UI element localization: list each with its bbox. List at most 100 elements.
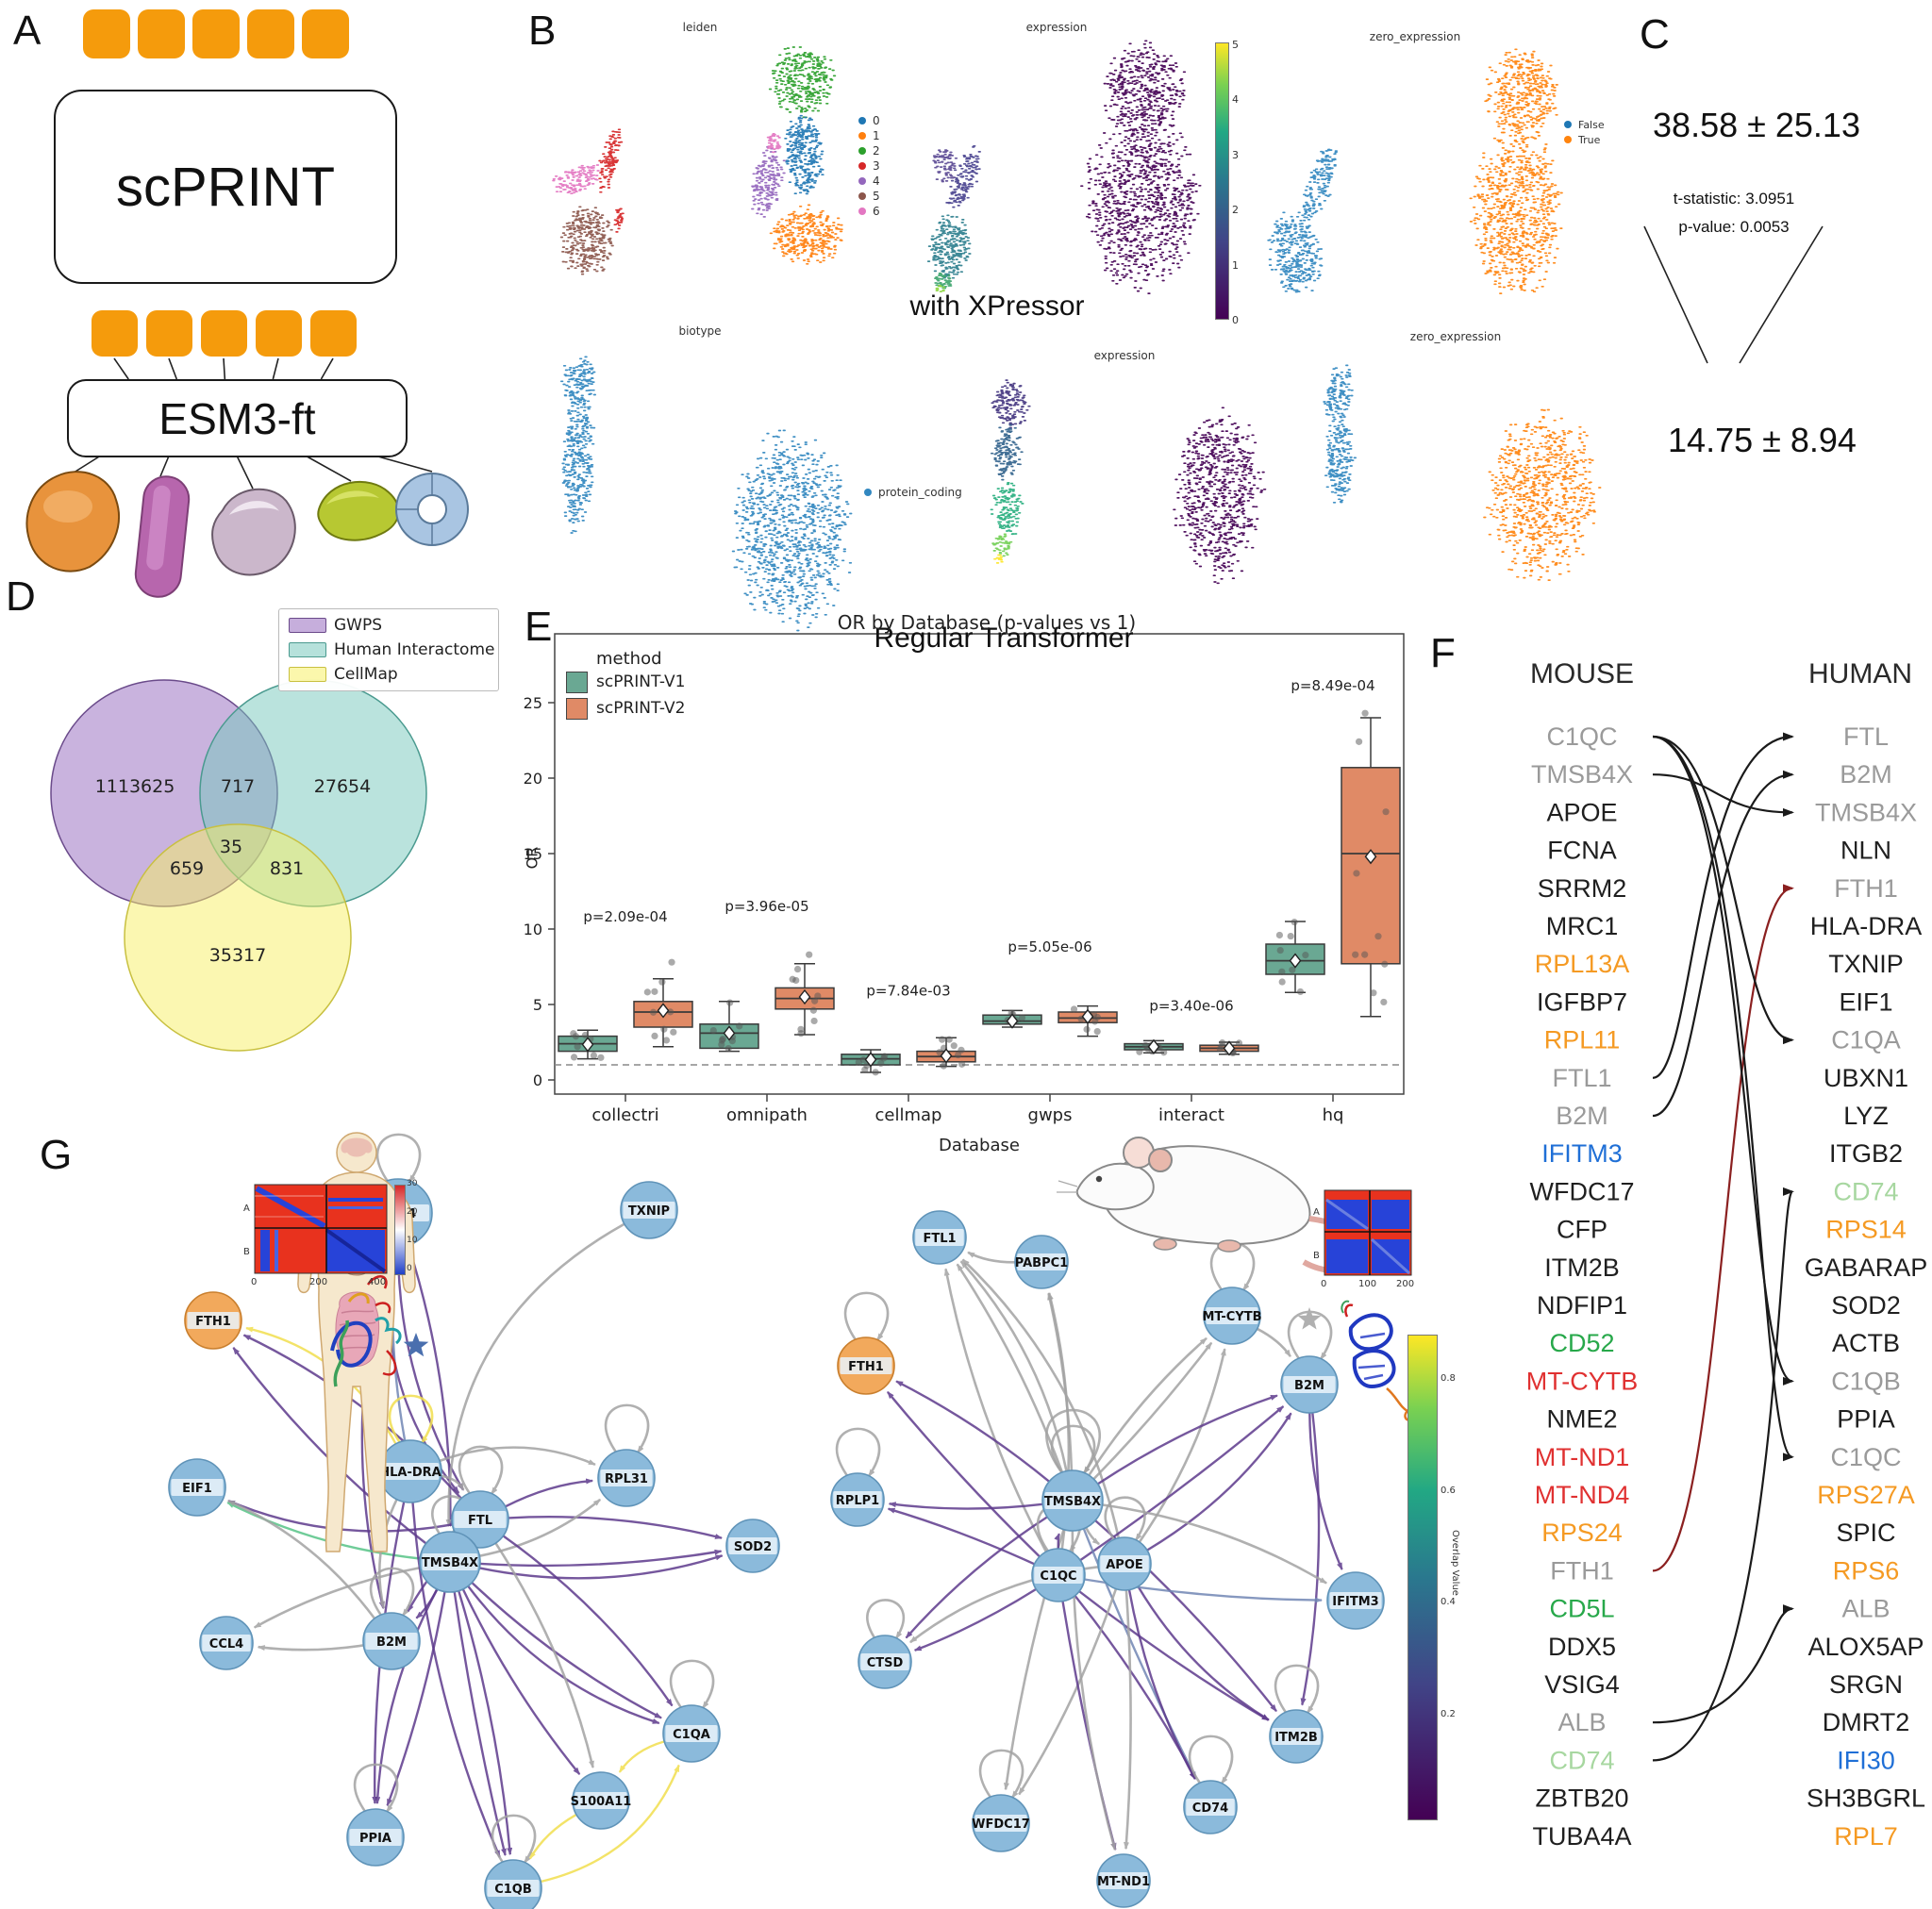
scatter-points	[731, 429, 853, 632]
data-point	[1381, 960, 1389, 968]
self-loop-edge	[388, 1394, 434, 1445]
legend-dot-icon	[858, 177, 866, 185]
text-label: collectri	[591, 1105, 658, 1125]
data-point	[736, 1022, 743, 1030]
box	[1341, 767, 1401, 965]
network-edge	[1054, 1533, 1060, 1550]
legend-dot-icon	[858, 208, 866, 215]
data-point	[1353, 870, 1360, 877]
data-point	[1302, 952, 1309, 959]
node-label-band	[422, 1553, 478, 1570]
data-point	[1160, 1049, 1168, 1056]
protein-structure-left-icon	[330, 1275, 402, 1387]
umap-scatter	[1469, 48, 1563, 294]
data-point	[1287, 932, 1294, 940]
network-edge	[905, 1516, 1048, 1639]
legend-item: 4	[858, 174, 880, 189]
text-label: ITGB2	[1829, 1139, 1903, 1168]
node-label-band	[665, 1725, 718, 1742]
text-label: CD74	[1549, 1746, 1614, 1774]
legend-label: 5	[873, 190, 880, 203]
text-label: 659	[170, 858, 204, 879]
panel-b-scatterplots	[552, 40, 1602, 632]
umap-scatter	[926, 144, 981, 292]
caption-regular-transformer: Regular Transformer	[874, 622, 1134, 654]
network-node: RPLP1	[830, 1472, 885, 1527]
text-label: 831	[270, 858, 304, 879]
legend-item: True	[1564, 132, 1605, 147]
network-edge	[1092, 1341, 1213, 1481]
mean-marker	[1364, 849, 1377, 865]
network-node: HLA-DRA	[378, 1439, 442, 1503]
muscle-icon	[317, 480, 400, 541]
network-node: S100A11	[571, 1771, 631, 1830]
text-label: MRC1	[1546, 912, 1619, 940]
text-label: TXNIP	[1828, 950, 1904, 978]
network-edge	[441, 1474, 465, 1491]
network-edge	[528, 1813, 577, 1860]
text-label: C1QA	[1831, 1026, 1901, 1054]
network-node: EIF1	[168, 1458, 226, 1517]
node-label-band	[840, 1357, 892, 1374]
connector-line	[159, 453, 171, 477]
token-square	[138, 9, 185, 58]
scatter-points	[932, 149, 958, 183]
data-point	[1380, 998, 1388, 1006]
umap-scatter	[1483, 408, 1602, 581]
venn-legend-label: Human Interactome	[334, 640, 495, 659]
mean-marker	[1081, 1008, 1094, 1024]
network-edge	[467, 1585, 660, 1725]
legend-dot-icon	[858, 147, 866, 155]
text-label: 1113625	[95, 776, 175, 797]
text-label: UBXN1	[1824, 1064, 1908, 1092]
text-label: FTL1	[923, 1232, 956, 1246]
heatmap-right-inset	[1324, 1189, 1412, 1276]
biotype-legend: protein_coding	[864, 485, 962, 500]
network-edge	[479, 1498, 602, 1557]
text-label: ALOX5AP	[1807, 1633, 1924, 1661]
node-label-band	[454, 1511, 507, 1528]
umap-scatter	[751, 46, 843, 265]
network-edge	[508, 1516, 723, 1539]
network-edge	[887, 1507, 1035, 1566]
venn-circle	[124, 823, 352, 1052]
data-point	[877, 1059, 885, 1068]
node-label-band	[833, 1491, 882, 1508]
heatmap-row-label: A	[1313, 1207, 1320, 1218]
text-label: p=5.05e-06	[1008, 938, 1091, 955]
legend-label: 3	[873, 159, 880, 173]
text-label: ITM2B	[1544, 1253, 1620, 1282]
data-point	[1278, 968, 1286, 975]
data-point	[872, 1069, 879, 1076]
mean-marker	[940, 1048, 953, 1064]
network-edge	[378, 1499, 398, 1609]
token-square	[256, 310, 302, 357]
node-label-band	[349, 1829, 402, 1846]
panel-c-lines	[1643, 225, 1824, 364]
network-node: TXNIP	[620, 1181, 678, 1239]
node-label-band	[1272, 1728, 1321, 1745]
text-label: 15	[524, 845, 542, 863]
text-label: EIF1	[182, 1482, 212, 1496]
text-label: ZBTB20	[1535, 1784, 1628, 1813]
network-node: CD74	[1183, 1780, 1238, 1834]
token-square	[92, 310, 138, 357]
network-edge	[618, 1740, 665, 1773]
network-node: ITM2B	[1269, 1709, 1324, 1764]
network-edge	[1082, 1528, 1197, 1780]
self-loop-edge	[866, 1599, 905, 1640]
self-loop-edge	[1274, 1664, 1320, 1715]
colorbar-tick: 1	[1232, 258, 1239, 272]
text-label: p=7.84e-03	[866, 982, 950, 999]
text-label: FTL	[1843, 722, 1889, 751]
umap-scatter	[1080, 40, 1202, 294]
heatmap-x-tick: 200	[1396, 1279, 1415, 1289]
network-edge	[1085, 1527, 1100, 1546]
network-edge	[1137, 1585, 1270, 1721]
network-edge	[415, 1588, 439, 1619]
scatter-points	[1323, 364, 1354, 423]
network-node: MT-CYTB	[1202, 1286, 1262, 1345]
data-point	[590, 1052, 598, 1059]
token-square	[83, 9, 130, 58]
